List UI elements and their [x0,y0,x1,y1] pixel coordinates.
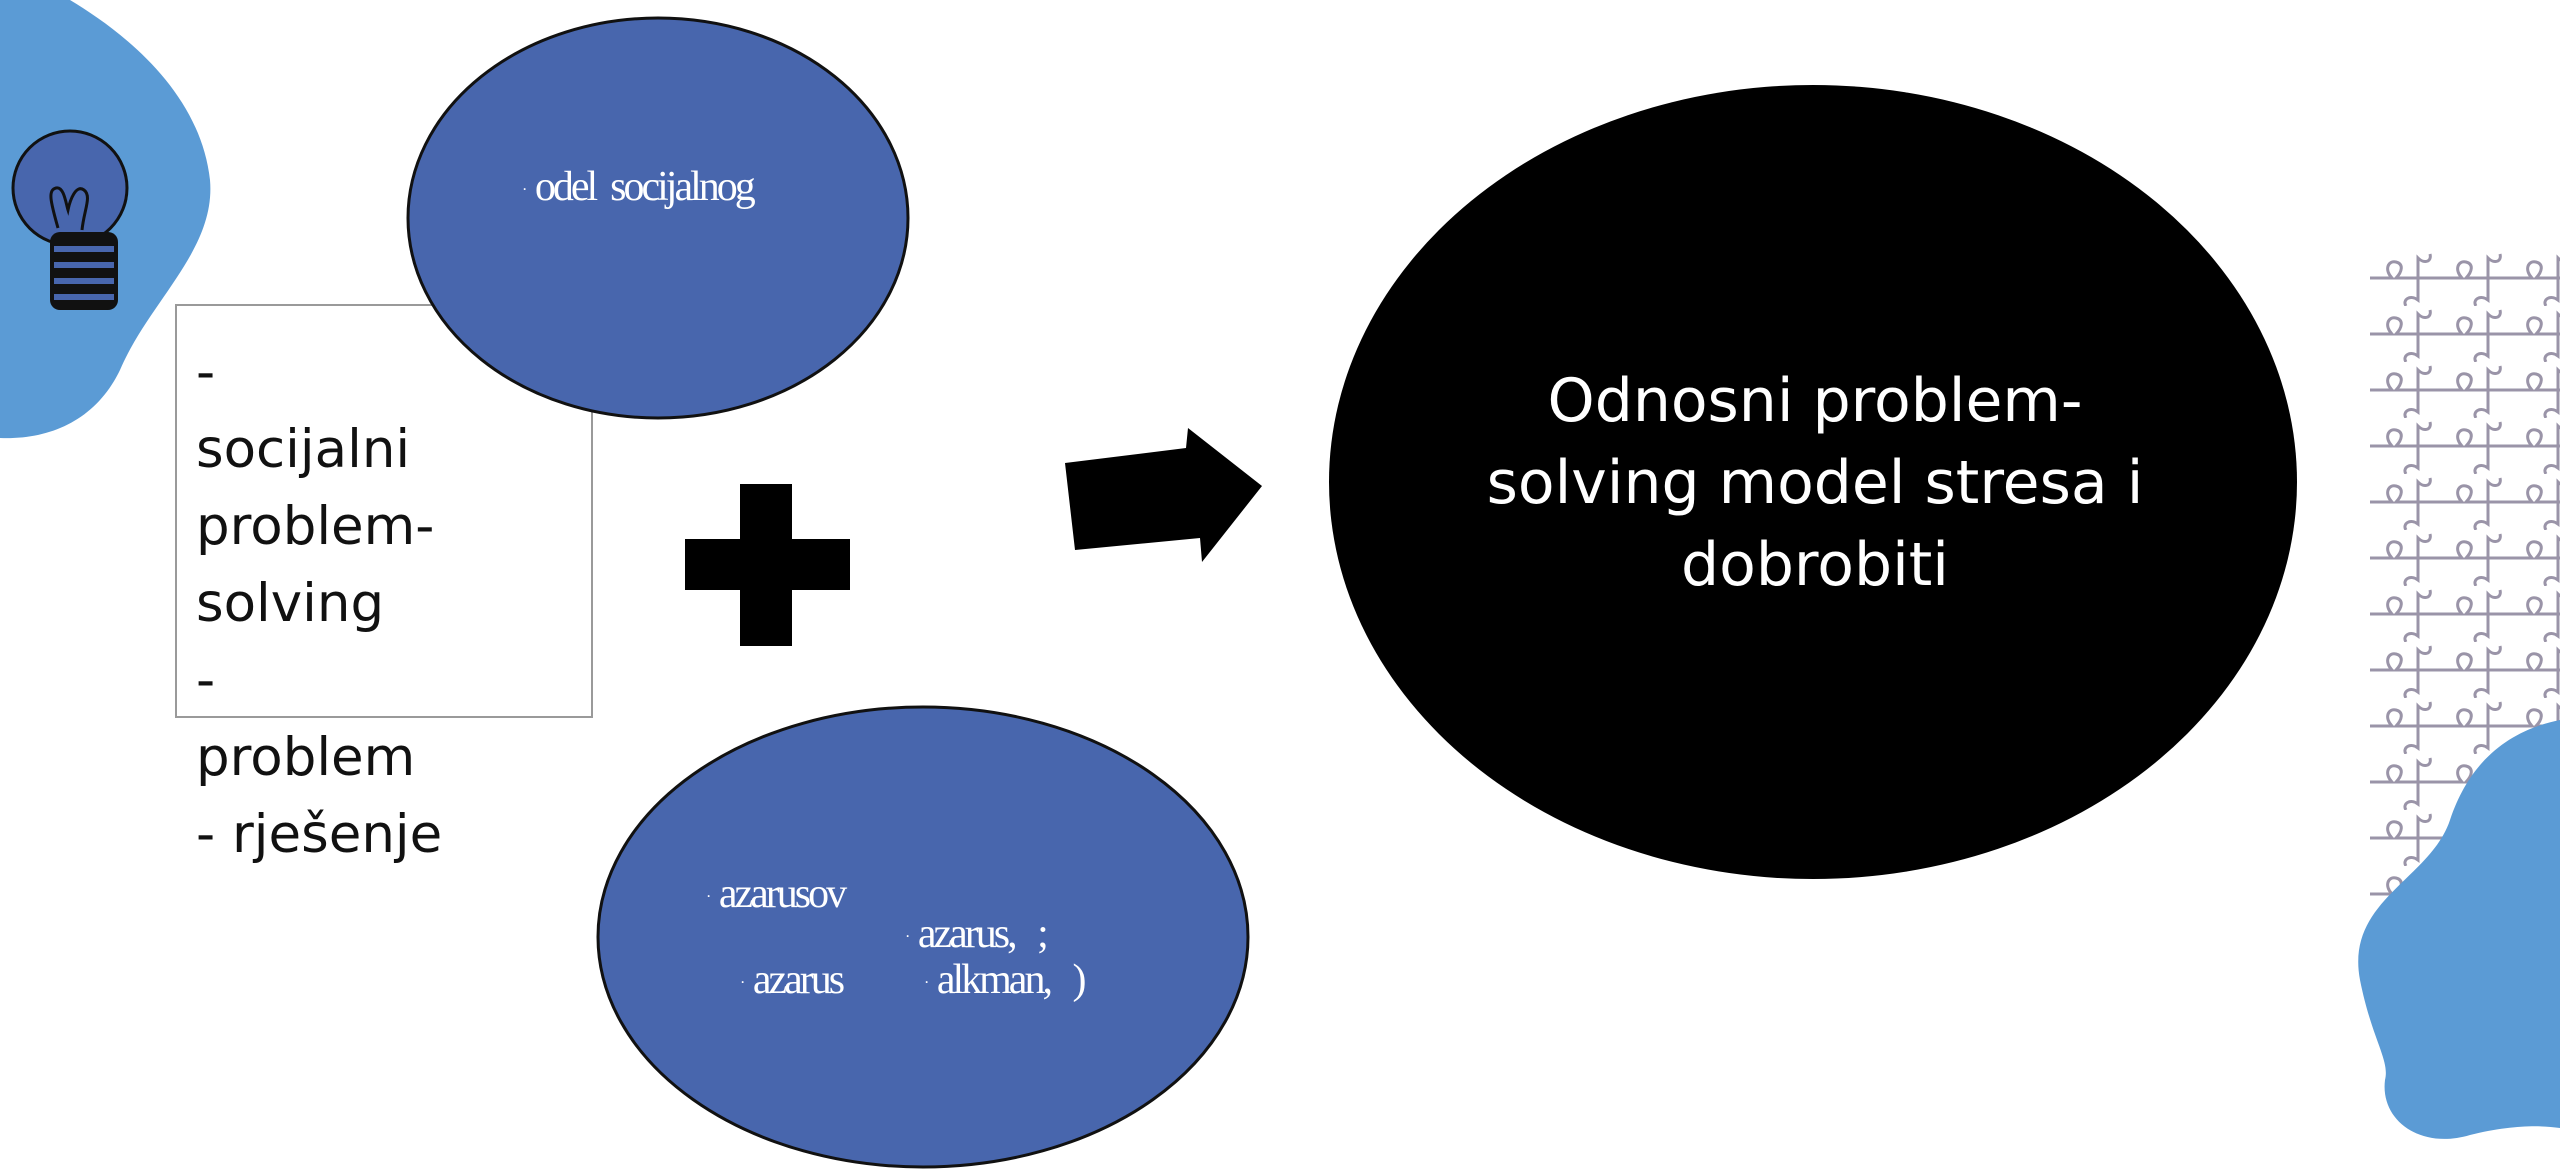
center-title-line: Odnosni problem- [1547,366,2083,436]
lightbulb-icon [11,129,129,310]
definition-list: - socijalni problem- solving - problem -… [196,334,446,873]
bottom-ellipse-line3b: · alkman, ) [924,957,1087,1003]
top-ellipse [406,16,910,420]
bottom-ellipse [596,705,1250,1169]
center-title-line: solving model stresa i [1486,448,2144,518]
center-title-line: dobrobiti [1681,530,1949,600]
definition-line: - problem [196,650,416,788]
bottom-ellipse-line1: · azarusov [706,871,847,917]
center-ellipse [1329,85,2297,879]
bottom-ellipse-text-3a: azarus [752,957,845,1003]
definition-line: problem- [196,496,435,557]
arrow-right-icon [1065,428,1262,562]
blob-bottom-right [2358,720,2560,1139]
bottom-ellipse-line2: · azarus, ; [905,911,1049,957]
bottom-ellipse-text-2: azarus, ; [917,911,1049,957]
top-ellipse-label: · odel socijalnog [522,164,756,210]
definition-line: - socijalni [196,342,411,480]
definition-line: solving [196,573,385,634]
bottom-ellipse-text-3b: alkman, ) [936,957,1087,1003]
definition-line: - rješenje [196,804,443,865]
bottom-ellipse-text-1: azarusov [718,871,847,917]
top-ellipse-text: odel socijalnog [534,164,756,210]
definition-box [175,304,593,718]
center-ellipse-title: Odnosni problem- solving model stresa i … [1430,360,2200,606]
plus-icon [685,484,850,646]
bottom-ellipse-line3a: · azarus [740,957,845,1003]
